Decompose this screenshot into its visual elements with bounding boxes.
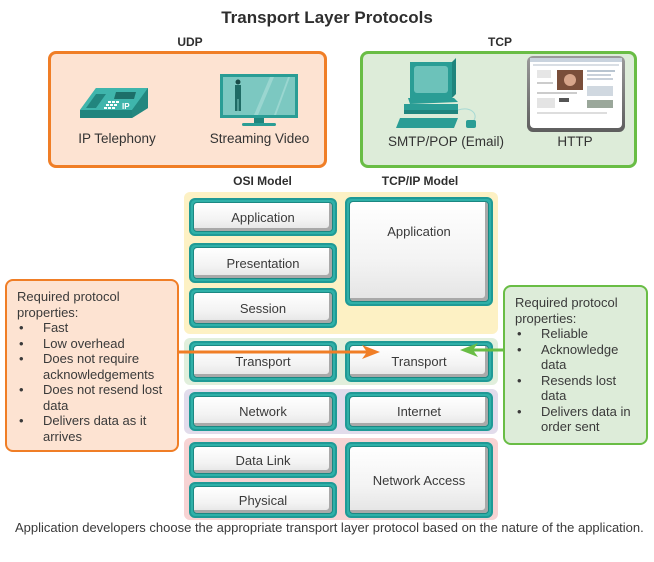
udp-property-item: • Delivers data as it arrives (17, 413, 169, 444)
property-text: Does not require acknowledgements (43, 351, 155, 382)
osi-layer-data-link: Data Link (189, 442, 337, 478)
tcpip-layer-label: Application (349, 201, 489, 302)
bullet-icon: • (19, 351, 24, 366)
tcp-property-item: • Delivers data in order sent (515, 404, 638, 435)
tcpip-layer-label: Network Access (349, 446, 489, 514)
osi-layer-label: Session (193, 292, 333, 324)
tcp-properties-note: Required protocol properties: • Reliable … (503, 285, 648, 445)
tcp-property-item: • Resends lost data (515, 373, 638, 404)
udp-heading: UDP (177, 35, 203, 49)
property-text: Reliable (541, 326, 588, 341)
osi-layer-label: Physical (193, 486, 333, 514)
streaming-video-label: Streaming Video (209, 131, 310, 146)
udp-property-item: • Fast (17, 320, 169, 336)
osi-layer-network: Network (189, 392, 337, 431)
tcp-heading: TCP (488, 35, 512, 49)
tcp-arrow-icon (460, 343, 503, 357)
osi-layer-application: Application (189, 198, 337, 236)
udp-arrow-icon (179, 345, 380, 359)
bullet-icon: • (517, 403, 522, 419)
tcpip-layer-network-access: Network Access (345, 442, 493, 518)
tcp-property-item: • Acknowledge data (515, 342, 638, 373)
http-label: HTTP (557, 134, 593, 149)
udp-property-item: • Does not require acknowledgements (17, 351, 169, 382)
udp-property-item: • Does not resend lost data (17, 382, 169, 413)
osi-layer-label: Network (193, 396, 333, 427)
tcp-properties-heading: Required protocol properties: (515, 295, 618, 326)
property-text: Delivers data as it arrives (43, 413, 147, 444)
bullet-icon: • (19, 335, 24, 351)
udp-properties-note: Required protocol properties: • Fast • Low… (5, 279, 179, 452)
desktop-computer-icon (396, 58, 486, 130)
tcp-properties-list: • Reliable • Acknowledge data • Resends los… (515, 326, 638, 435)
tcpip-model-heading: TCP/IP Model (381, 174, 459, 188)
osi-model-heading: OSI Model (233, 174, 292, 188)
osi-layer-physical: Physical (189, 482, 337, 518)
tcpip-layer-transport: Transport (345, 341, 493, 382)
udp-properties-list: • Fast • Low overhead • Does not require ac… (17, 320, 169, 444)
video-monitor-icon (218, 72, 300, 128)
tcp-property-item: • Reliable (515, 326, 638, 342)
bullet-icon: • (517, 341, 522, 357)
bullet-icon: • (517, 326, 522, 341)
diagram-title: Transport Layer Protocols (221, 8, 433, 27)
osi-layer-label: Application (193, 202, 333, 232)
property-text: Fast (43, 320, 69, 335)
osi-layer-label: Data Link (193, 446, 333, 474)
property-text: Resends lost data (541, 372, 617, 404)
svg-text:IP: IP (122, 102, 130, 111)
ip-telephony-label: IP Telephony (78, 131, 156, 146)
property-text: Does not resend lost data (43, 382, 163, 413)
property-text: Acknowledge data (541, 341, 619, 373)
bullet-icon: • (517, 372, 522, 388)
bullet-icon: • (19, 413, 24, 428)
udp-properties-heading: Required protocol properties: (17, 289, 120, 320)
bullet-icon: • (19, 382, 24, 397)
footer-caption: Application developers choose the approp… (15, 520, 644, 535)
property-text: Delivers data in order sent (541, 403, 631, 435)
smtp-pop-email-label: SMTP/POP (Email) (387, 134, 504, 149)
osi-layer-label: Presentation (193, 247, 333, 279)
ip-phone-icon: IP (78, 82, 150, 120)
tcpip-layer-label: Internet (349, 396, 489, 427)
osi-layer-session: Session (189, 288, 337, 328)
bullet-icon: • (19, 320, 24, 335)
tcpip-layer-application: Application (345, 197, 493, 306)
udp-property-item: • Low overhead (17, 336, 169, 352)
tcpip-layer-internet: Internet (345, 392, 493, 431)
osi-layer-presentation: Presentation (189, 243, 337, 283)
property-text: Low overhead (43, 335, 125, 351)
web-page-icon (527, 56, 625, 132)
